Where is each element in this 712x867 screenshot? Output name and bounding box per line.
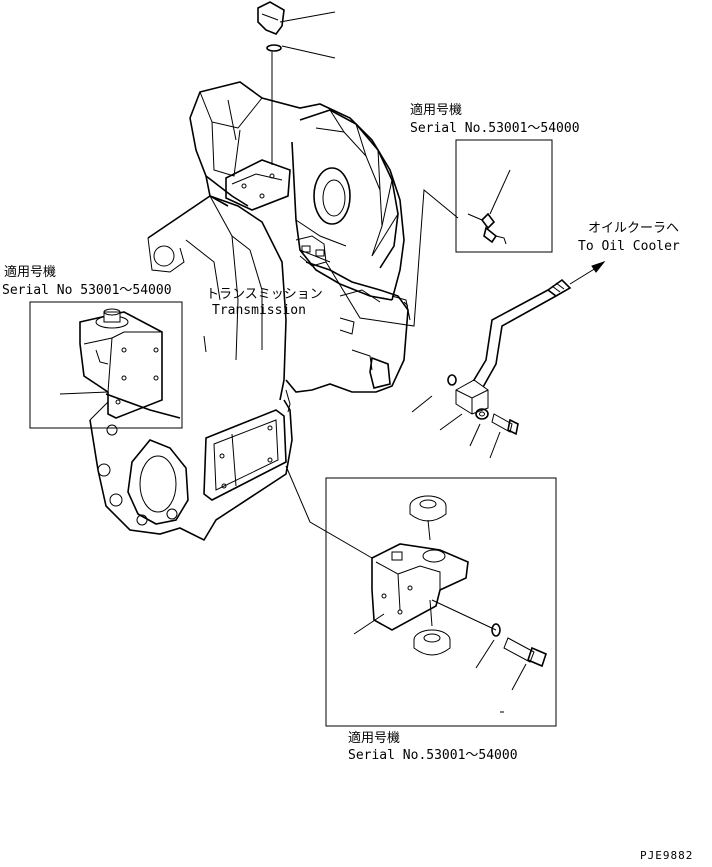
leader-line [411,395,433,413]
leader-line [353,613,385,635]
transmission-label-ja: トランスミッション [206,287,323,302]
inset-lower [285,465,557,727]
flow-arrow-shaft [569,267,597,285]
transmission-label-en: Transmission [212,303,306,318]
leader-line [59,391,109,395]
serial-label-left: Serial No 53001～54000 [2,283,172,298]
washer [475,408,489,420]
inset-right-upper [325,139,553,327]
inset-frame-left [29,301,183,429]
oil-cooler-label-en: To Oil Cooler [578,239,680,254]
breather-fitting [257,1,336,165]
reference-line [285,465,373,559]
leader-line [469,423,481,447]
applicable-label-left: 適用号機 [4,265,57,280]
leader-line [279,11,336,23]
leader-line [511,663,527,691]
leader-line [281,45,336,59]
reference-line [325,188,459,327]
oil-cooler-label-ja: オイルクーラヘ [588,221,680,236]
applicable-label-upper: 適用号機 [410,103,463,118]
transmission-housing [89,81,411,542]
leader-line [475,639,495,669]
o-ring [447,374,457,386]
serial-label-upper: Serial No.53001～54000 [410,121,580,136]
drawing-code: PJE9882 [640,849,694,862]
leader-line [489,431,501,459]
oil-cooler-tube [411,260,606,459]
inset-frame-lower [325,477,557,727]
inset-left [29,301,183,429]
flow-arrow-head [591,260,606,273]
bolt [491,413,513,433]
applicable-label-lower: 適用号機 [348,731,401,746]
inset-frame-right [455,139,553,253]
leader-line [439,413,463,431]
leader-line [489,169,511,215]
serial-label-lower: Serial No.53001～54000 [348,748,518,763]
